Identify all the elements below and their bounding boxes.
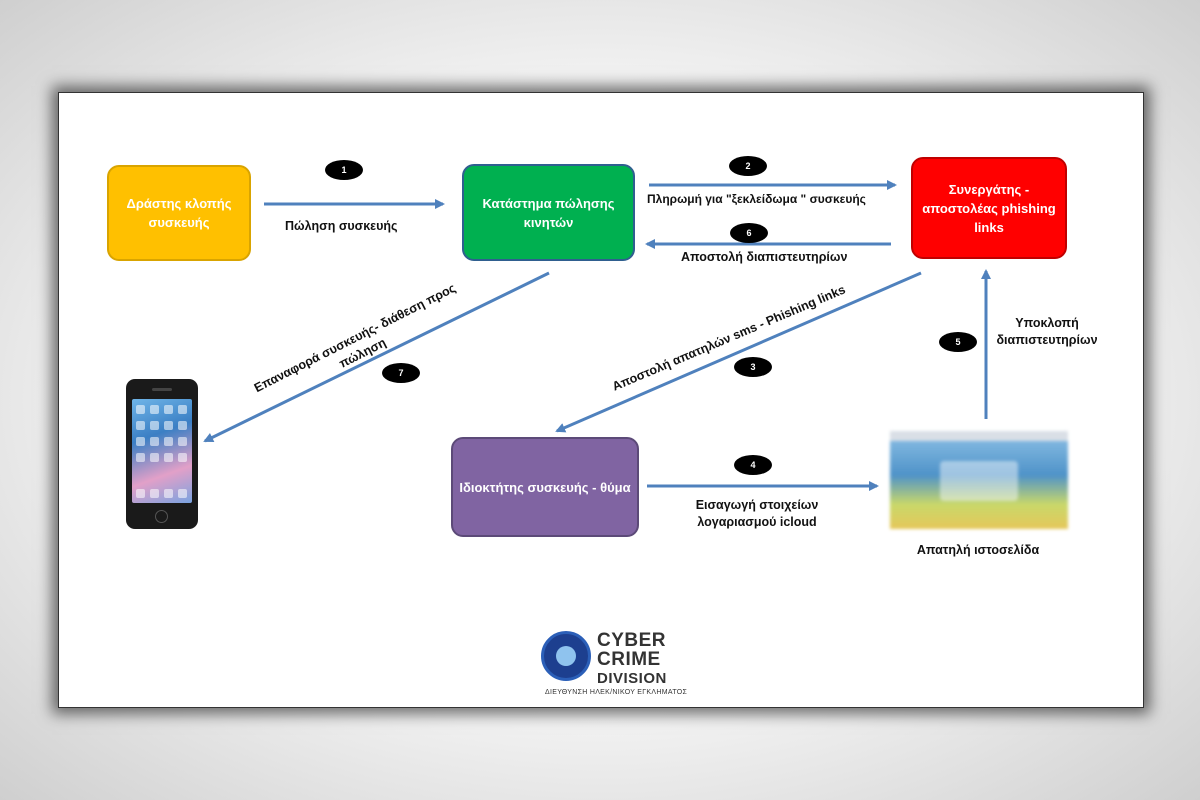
- arrow-restore: [203, 271, 550, 443]
- fake-website-image: [890, 431, 1068, 529]
- node-store: Κατάστημα πώλησης κινητών: [462, 164, 635, 261]
- logo-line1: CYBER: [597, 630, 667, 651]
- node-thief: Δράστης κλοπής συσκευής: [107, 165, 251, 261]
- phone-speaker: [152, 388, 172, 391]
- step-badge-4: 4: [734, 455, 772, 475]
- edge-credentials-send-label: Αποστολή διαπιστευτηρίων: [681, 250, 848, 264]
- phone-home-button: [155, 510, 168, 523]
- arrow-sms: [555, 271, 922, 433]
- node-partner: Συνεργάτης - αποστολέας phishing links: [911, 157, 1067, 259]
- node-store-label: Κατάστημα πώλησης κινητών: [482, 195, 615, 230]
- arrows-layer: [203, 180, 991, 491]
- diagram-slide: Δράστης κλοπής συσκευής Κατάστημα πώληση…: [58, 92, 1144, 708]
- edge-entry-label: Εισαγωγή στοιχείων λογαριασμού icloud: [671, 497, 843, 531]
- edge-theft-line2: διαπιστευτηρίων: [996, 333, 1098, 347]
- phone-screen: [132, 399, 192, 503]
- node-owner: Ιδιοκτήτης συσκευής - θύμα: [451, 437, 639, 537]
- police-seal-icon: [541, 631, 591, 681]
- node-thief-label: Δράστης κλοπής συσκευής: [126, 196, 232, 230]
- logo-line3: DIVISION: [597, 670, 667, 687]
- edge-theft-label: Υποκλοπή διαπιστευτηρίων: [984, 315, 1110, 349]
- node-fake-site-label: Απατηλή ιστοσελίδα: [916, 543, 1040, 557]
- step-badge-5: 5: [939, 332, 977, 352]
- step-badge-6: 6: [730, 223, 768, 243]
- node-partner-label: Συνεργάτης - αποστολέας phishing links: [922, 181, 1056, 235]
- edge-sale-label: Πώληση συσκευής: [285, 219, 398, 233]
- cyber-crime-division-logo: CYBER CRIME DIVISION ΔΙΕΥΘΥΝΣΗ ΗΛΕΚ/ΝΙΚΟ…: [539, 629, 687, 701]
- step-badge-1: 1: [325, 160, 363, 180]
- logo-line2: CRIME: [597, 649, 661, 670]
- step-badge-3: 3: [734, 357, 772, 377]
- step-badge-2: 2: [729, 156, 767, 176]
- edge-theft-line1: Υποκλοπή: [1015, 316, 1079, 330]
- step-badge-7: 7: [382, 363, 420, 383]
- node-owner-label: Ιδιοκτήτης συσκευής - θύμα: [459, 479, 631, 495]
- logo-subtitle: ΔΙΕΥΘΥΝΣΗ ΗΛΕΚ/ΝΙΚΟΥ ΕΓΚΛΗΜΑΤΟΣ: [545, 689, 688, 696]
- edge-entry-line1: Εισαγωγή στοιχείων: [695, 498, 819, 512]
- smartphone-icon: [126, 379, 198, 529]
- edge-entry-line2: λογαριασμού icloud: [697, 515, 817, 529]
- edge-payment-label: Πληρωμή για "ξεκλείδωμα " συσκευής: [647, 192, 866, 206]
